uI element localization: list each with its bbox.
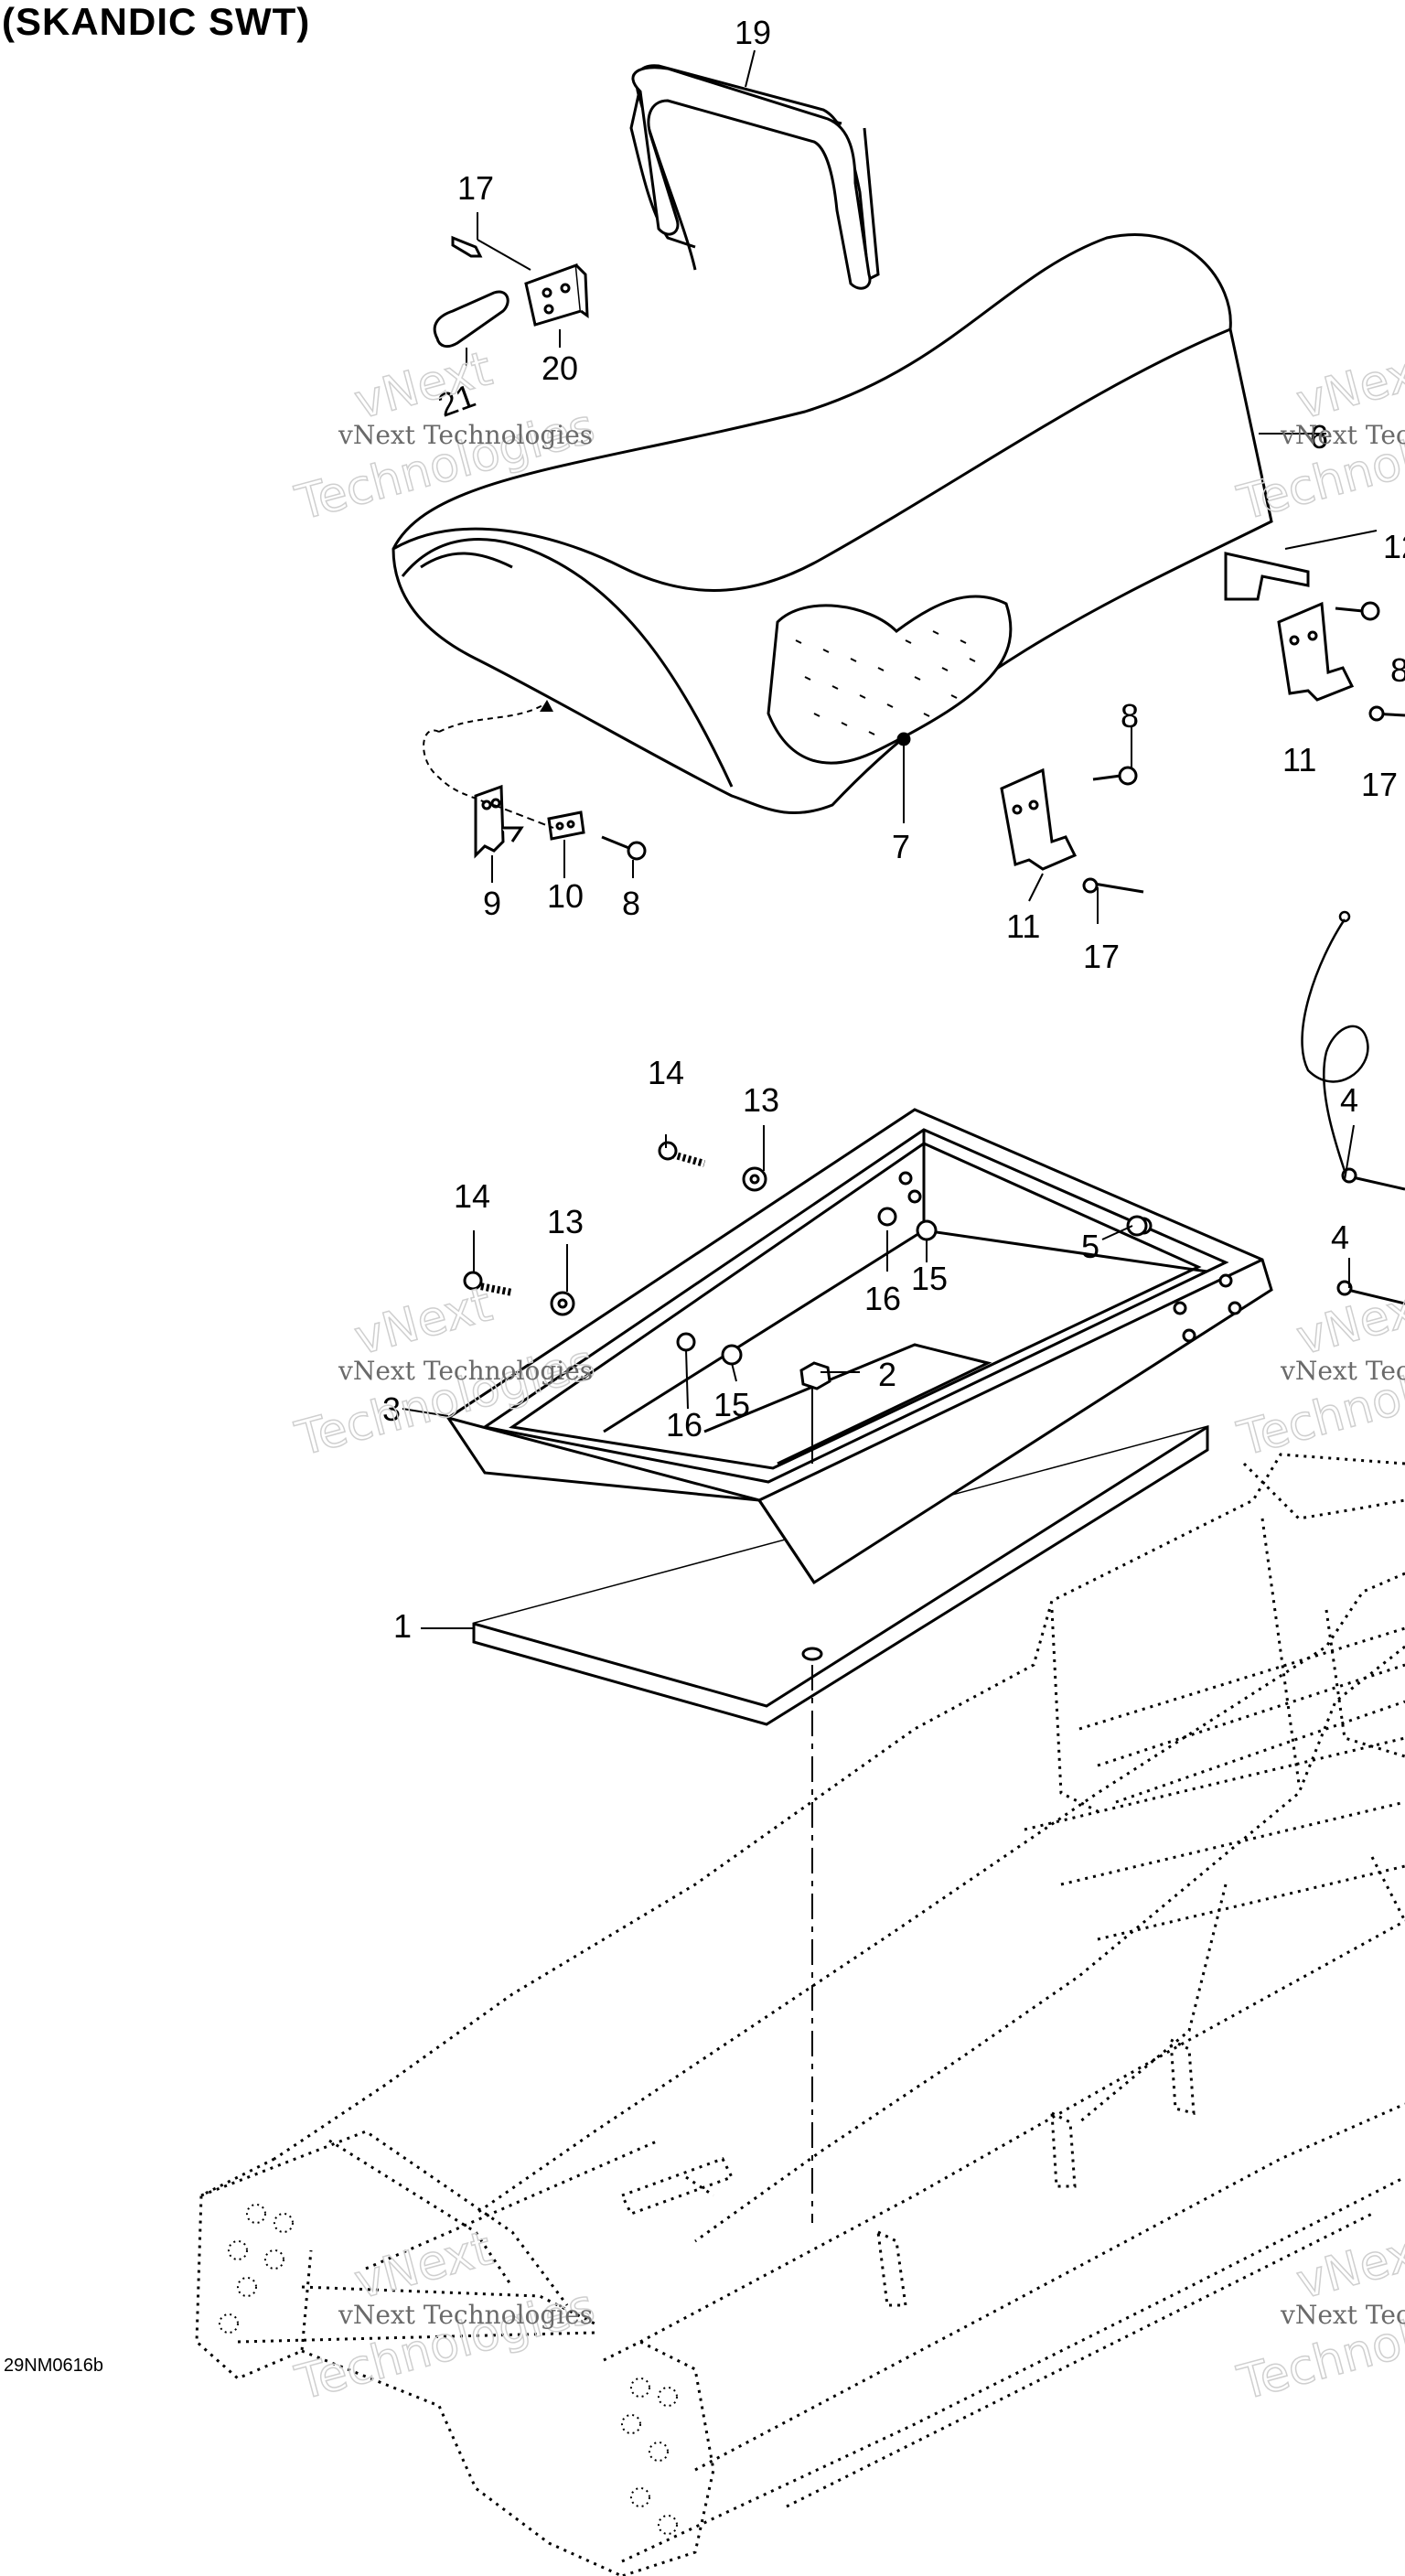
callout-14a: 14 bbox=[648, 1054, 684, 1091]
leader-lines bbox=[402, 49, 1378, 2223]
callout-17a: 17 bbox=[457, 169, 494, 207]
strap bbox=[631, 66, 872, 290]
callout-8b: 8 bbox=[1390, 651, 1405, 689]
seat-texture bbox=[795, 630, 976, 735]
seat-base-frame bbox=[445, 1108, 1273, 1585]
svg-text:vNext: vNext bbox=[349, 1277, 498, 1366]
callout-15b: 15 bbox=[713, 1386, 750, 1423]
callout-1: 1 bbox=[393, 1607, 412, 1645]
tether-cable bbox=[1301, 910, 1369, 1172]
fasteners bbox=[451, 235, 1405, 1390]
figure-code: 29NM0616b bbox=[4, 2356, 103, 2376]
callout-8a: 8 bbox=[1121, 697, 1139, 735]
svg-text:vNext Technologies: vNext Technologies bbox=[1280, 2300, 1405, 2330]
callout-16b: 16 bbox=[666, 1406, 702, 1444]
callout-10: 10 bbox=[547, 877, 584, 915]
callout-6: 6 bbox=[1310, 418, 1328, 456]
chassis-frame bbox=[195, 1453, 1405, 2576]
callout-13a: 13 bbox=[743, 1081, 779, 1119]
callout-15a: 15 bbox=[911, 1260, 948, 1297]
callout-11b: 11 bbox=[1282, 741, 1316, 778]
svg-text:vNext Technologies: vNext Technologies bbox=[1280, 420, 1405, 450]
callout-14b: 14 bbox=[454, 1177, 490, 1215]
callout-13b: 13 bbox=[547, 1203, 584, 1240]
svg-text:vNext: vNext bbox=[349, 341, 498, 430]
callout-17c: 17 bbox=[1361, 766, 1398, 803]
seat bbox=[391, 64, 1273, 815]
callout-8c: 8 bbox=[622, 885, 640, 922]
callout-12: 12 bbox=[1383, 528, 1405, 565]
callout-16a: 16 bbox=[864, 1280, 901, 1317]
callout-7: 7 bbox=[892, 828, 910, 865]
callout-11a: 11 bbox=[1006, 907, 1040, 945]
hinges-and-clips bbox=[433, 263, 1355, 871]
callout-4b: 4 bbox=[1331, 1218, 1349, 1256]
diagram-title: (SKANDIC SWT) bbox=[2, 0, 311, 43]
chassis-holes bbox=[219, 2204, 678, 2535]
callout-20: 20 bbox=[542, 349, 578, 387]
callout-19: 19 bbox=[735, 14, 771, 51]
callout-3: 3 bbox=[382, 1390, 401, 1428]
svg-text:vNext Technologies: vNext Technologies bbox=[338, 1356, 593, 1386]
svg-text:vNext Technologies: vNext Technologies bbox=[338, 2300, 593, 2330]
callout-4a: 4 bbox=[1340, 1081, 1358, 1119]
callout-17b: 17 bbox=[1083, 938, 1120, 975]
svg-text:vNext: vNext bbox=[349, 2221, 498, 2310]
svg-text:vNext: vNext bbox=[1292, 2221, 1405, 2310]
svg-text:Technologies: Technologies bbox=[290, 2279, 600, 2411]
svg-text:vNext Technologies: vNext Technologies bbox=[338, 420, 593, 450]
callout-9: 9 bbox=[483, 885, 501, 922]
callout-5: 5 bbox=[1081, 1228, 1099, 1265]
svg-text:vNext Technologies: vNext Technologies bbox=[1280, 1356, 1405, 1386]
callout-2: 2 bbox=[878, 1356, 896, 1393]
svg-text:vNext: vNext bbox=[1292, 341, 1405, 430]
arrowhead bbox=[540, 700, 553, 712]
